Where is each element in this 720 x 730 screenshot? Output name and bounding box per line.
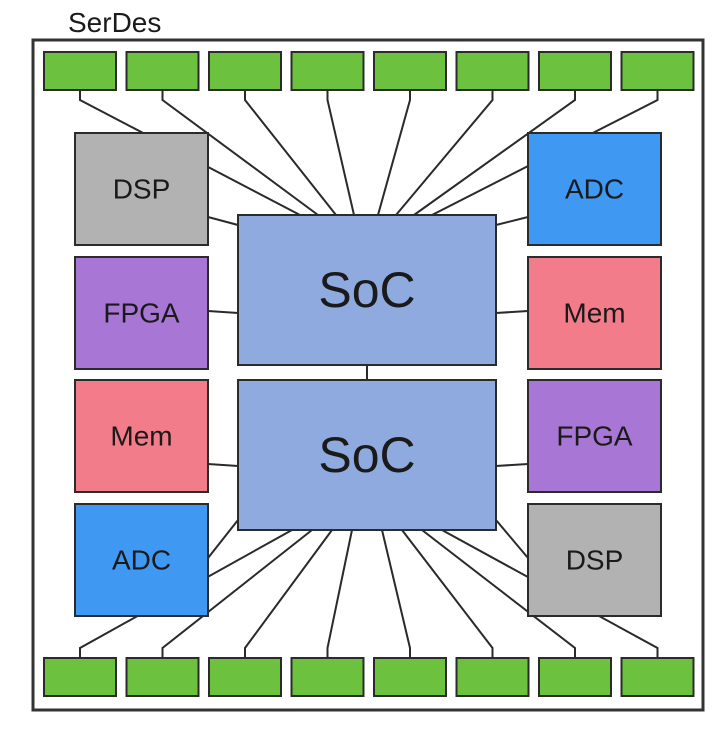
- serdes-pad-bottom-6-rect: [455, 657, 530, 697]
- wire-bottom-8: [441, 529, 659, 658]
- left-block-dsp-1: DSP: [74, 132, 209, 246]
- right-block-dsp-4-label: DSP: [566, 545, 624, 576]
- serdes-pad-bottom-1-rect: [43, 657, 117, 697]
- serdes-row-top: [43, 51, 695, 91]
- serdes-pad-bottom-5: [373, 657, 447, 697]
- serdes-pad-top-2-rect: [125, 51, 200, 91]
- wire-top-8: [431, 90, 659, 216]
- wire-left-1: [207, 216, 239, 226]
- wire-right-4: [495, 519, 529, 559]
- wire-left-3: [207, 463, 239, 467]
- left-block-dsp-1-label: DSP: [113, 174, 171, 205]
- wire-top-6: [395, 90, 494, 216]
- interconnect-lines: [79, 90, 659, 658]
- serdes-pad-top-3-rect: [208, 51, 282, 91]
- wire-bottom-6: [401, 529, 494, 658]
- serdes-pad-top-2: [125, 51, 200, 91]
- serdes-pad-bottom-2-rect: [125, 657, 200, 697]
- right-block-fpga-3: FPGA: [527, 379, 662, 493]
- left-block-adc-4-rect: [74, 503, 209, 617]
- wire-top-5: [377, 90, 411, 216]
- right-block-fpga-3-label: FPGA: [556, 421, 633, 452]
- left-block-adc-4-label: ADC: [112, 545, 171, 576]
- serdes-pad-top-7-rect: [538, 51, 612, 91]
- right-block-dsp-4: DSP: [527, 503, 662, 617]
- right-block-mem-2: Mem: [527, 256, 662, 370]
- diagram-title: SerDes: [68, 7, 161, 38]
- wire-bottom-4: [326, 529, 353, 658]
- serdes-pad-bottom-8-rect: [620, 657, 695, 697]
- serdes-pad-top-6-rect: [455, 51, 530, 91]
- serdes-pad-top-7: [538, 51, 612, 91]
- left-block-mem-3-rect: [74, 379, 209, 493]
- wire-right-3: [495, 463, 529, 467]
- serdes-pad-top-8-rect: [620, 51, 695, 91]
- right-block-mem-2-rect: [527, 256, 662, 370]
- wire-top-1: [79, 90, 301, 216]
- serdes-row-bottom: [43, 657, 695, 697]
- serdes-pad-bottom-5-rect: [373, 657, 447, 697]
- wire-top-7: [413, 90, 576, 216]
- soc-bottom: SoC: [237, 379, 497, 531]
- left-block-mem-3-label: Mem: [110, 421, 172, 452]
- wire-bottom-5: [381, 529, 411, 658]
- serdes-pad-top-1-rect: [43, 51, 117, 91]
- right-block-adc-1-label: ADC: [565, 174, 624, 205]
- wire-right-2: [495, 310, 529, 314]
- serdes-pad-top-4: [290, 51, 365, 91]
- wire-left-4: [207, 519, 239, 559]
- serdes-pad-bottom-1: [43, 657, 117, 697]
- left-block-fpga-2-rect: [74, 256, 209, 370]
- soc-bottom-rect: [237, 379, 497, 531]
- right-block-fpga-3-rect: [527, 379, 662, 493]
- left-block-mem-3: Mem: [74, 379, 209, 493]
- wire-bottom-2: [161, 529, 313, 658]
- serdes-pad-bottom-6: [455, 657, 530, 697]
- left-block-fpga-2-label: FPGA: [103, 298, 180, 329]
- wire-top-3: [244, 90, 337, 216]
- serdes-pad-top-4-rect: [290, 51, 365, 91]
- serdes-pad-bottom-2: [125, 657, 200, 697]
- serdes-pad-top-5: [373, 51, 447, 91]
- wire-bottom-1: [79, 529, 293, 658]
- serdes-pad-bottom-8: [620, 657, 695, 697]
- wire-top-2: [161, 90, 319, 216]
- serdes-pad-bottom-7: [538, 657, 612, 697]
- soc-top: SoC: [237, 214, 497, 366]
- left-block-dsp-1-rect: [74, 132, 209, 246]
- wire-bottom-3: [244, 529, 333, 658]
- wire-left-2: [207, 310, 239, 314]
- wire-right-1: [495, 216, 529, 226]
- serdes-pad-top-3: [208, 51, 282, 91]
- package-frame: [31, 38, 705, 712]
- serdes-pad-bottom-3: [208, 657, 282, 697]
- left-block-fpga-2: FPGA: [74, 256, 209, 370]
- right-block-adc-1-rect: [527, 132, 662, 246]
- right-block-adc-1: ADC: [527, 132, 662, 246]
- soc-stack: SoC SoC: [237, 214, 497, 531]
- serdes-pad-bottom-4: [290, 657, 365, 697]
- wire-top-4: [326, 90, 355, 216]
- serdes-pad-top-1: [43, 51, 117, 91]
- serdes-pad-top-6: [455, 51, 530, 91]
- serdes-pad-bottom-4-rect: [290, 657, 365, 697]
- serdes-pad-top-8: [620, 51, 695, 91]
- serdes-pad-bottom-3-rect: [208, 657, 282, 697]
- left-block-adc-4: ADC: [74, 503, 209, 617]
- soc-bottom-label: SoC: [318, 427, 415, 483]
- serdes-pad-top-5-rect: [373, 51, 447, 91]
- wire-bottom-7: [421, 529, 576, 658]
- soc-top-label: SoC: [318, 262, 415, 318]
- right-block-dsp-4-rect: [527, 503, 662, 617]
- right-block-mem-2-label: Mem: [563, 298, 625, 329]
- soc-top-rect: [237, 214, 497, 366]
- serdes-pad-bottom-7-rect: [538, 657, 612, 697]
